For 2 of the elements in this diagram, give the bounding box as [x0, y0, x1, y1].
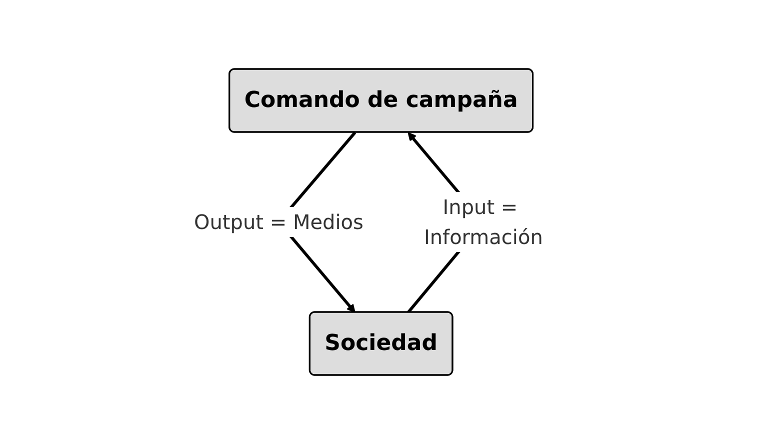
edge-label: Output = Medios [194, 210, 364, 234]
edge-label: Input = Información [424, 195, 543, 249]
